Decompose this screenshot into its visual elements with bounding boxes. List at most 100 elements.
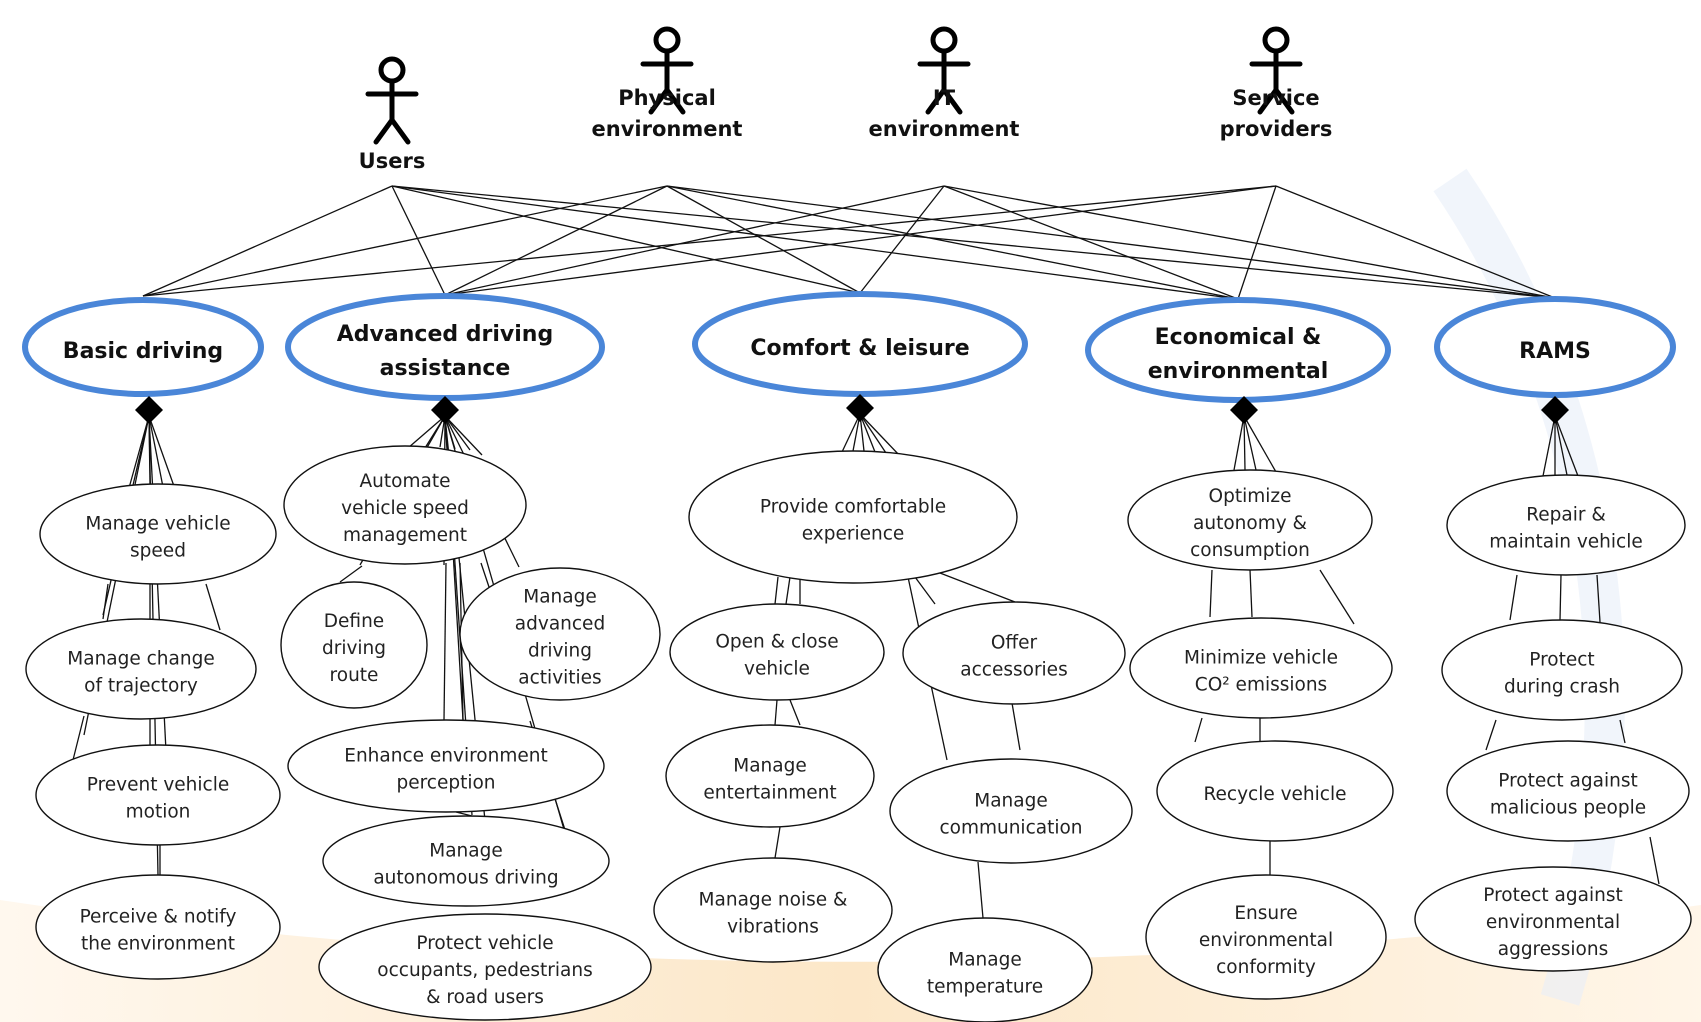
use-case-label-line: Prevent vehicle xyxy=(87,774,230,795)
use-case-label-line: malicious people xyxy=(1490,797,1646,818)
use-case-label-line: accessories xyxy=(960,659,1067,680)
use-case-label-line: aggressions xyxy=(1498,939,1609,960)
use-case-label-line: speed xyxy=(130,540,186,561)
use-case-ellipse xyxy=(653,857,893,963)
aggregation-line xyxy=(841,413,861,453)
use-case-manage-noise-vibrations: Manage noise &vibrations xyxy=(653,857,893,963)
use-case-label: Manage noise &vibrations xyxy=(699,889,848,937)
association-line xyxy=(444,185,668,296)
use-case-ellipse xyxy=(35,744,281,846)
association-line xyxy=(391,185,1239,300)
aggregation-line xyxy=(1233,415,1245,471)
use-case-ellipse xyxy=(322,815,610,907)
aggregation-line xyxy=(407,415,446,449)
category-ellipse xyxy=(22,297,264,397)
use-case-label-line: entertainment xyxy=(703,782,836,803)
use-case-ellipse xyxy=(35,874,281,980)
actor-label-line: environment xyxy=(592,117,743,141)
use-case-label-line: autonomy & xyxy=(1193,513,1307,534)
association-line xyxy=(444,185,945,296)
use-case-ellipse xyxy=(1441,619,1683,721)
use-case-label-line: Repair & xyxy=(1526,504,1606,525)
use-case-label: Recycle vehicle xyxy=(1204,784,1347,805)
aggregation-diamond-icon xyxy=(431,396,459,424)
use-case-link xyxy=(102,583,109,620)
use-case-label-line: vehicle xyxy=(744,658,810,679)
use-case-manage-autonomous-driving: Manage autonomous driving xyxy=(322,815,610,907)
aggregation-line xyxy=(1554,415,1579,477)
use-case-label-line: Open & close xyxy=(715,631,838,652)
use-case-label-line: Enhance environment xyxy=(344,745,547,766)
use-case-label-line: Manage xyxy=(948,949,1022,970)
use-case-link xyxy=(339,565,363,583)
use-case-ellipse xyxy=(1127,469,1373,571)
use-case-label-line: environmental xyxy=(1486,912,1620,933)
association-line xyxy=(391,185,1556,299)
use-case-link xyxy=(1485,719,1497,751)
use-case-label-line: Define xyxy=(324,611,384,632)
association-line xyxy=(943,185,1239,300)
aggregation-line xyxy=(148,415,176,490)
stick-figure-icon xyxy=(365,56,419,145)
use-case-link xyxy=(480,562,491,591)
use-case-label-line: Protect against xyxy=(1498,770,1637,791)
use-case-link xyxy=(205,583,221,631)
use-case-label-line: autonomous driving xyxy=(373,867,558,888)
use-case-label-line: occupants, pedestrians xyxy=(377,960,592,981)
category-label-line: assistance xyxy=(380,356,511,381)
association-line xyxy=(1237,185,1277,300)
stick-figure-icon xyxy=(917,26,971,115)
aggregation-diamond-icon xyxy=(1541,396,1569,424)
use-case-label-line: Manage xyxy=(429,840,503,861)
use-case-label-line: consumption xyxy=(1190,540,1310,561)
association-line xyxy=(666,185,1239,300)
use-case-ellipse xyxy=(39,483,277,585)
aggregation-line xyxy=(1243,415,1246,471)
use-case-link xyxy=(789,699,801,726)
use-case-label-line: Perceive & notify xyxy=(80,906,237,927)
association-line xyxy=(142,185,393,297)
use-case-ellipse xyxy=(877,917,1093,1022)
category-label-line: RAMS xyxy=(1519,339,1591,364)
use-case-ellipse xyxy=(902,601,1126,705)
use-case-link xyxy=(914,576,936,605)
use-case-ellipse xyxy=(669,603,885,701)
use-case-ellipse xyxy=(459,567,661,701)
use-case-label-line: Protect xyxy=(1529,649,1594,670)
category-label-line: environmental xyxy=(1148,359,1329,384)
actor-label-line: Physical xyxy=(618,86,716,110)
use-case-label: Protect against malicious people xyxy=(1490,770,1646,818)
use-case-link xyxy=(1209,569,1213,618)
use-case-label-line: Ensure xyxy=(1234,903,1297,924)
use-case-ellipse xyxy=(318,913,652,1021)
association-line xyxy=(391,185,861,294)
aggregation-line xyxy=(444,415,483,456)
use-case-open-close-vehicle: Open & close vehicle xyxy=(669,603,885,701)
category-ellipse xyxy=(1085,297,1391,403)
use-case-label-line: Manage vehicle xyxy=(85,513,230,534)
aggregation-line xyxy=(1542,415,1556,477)
